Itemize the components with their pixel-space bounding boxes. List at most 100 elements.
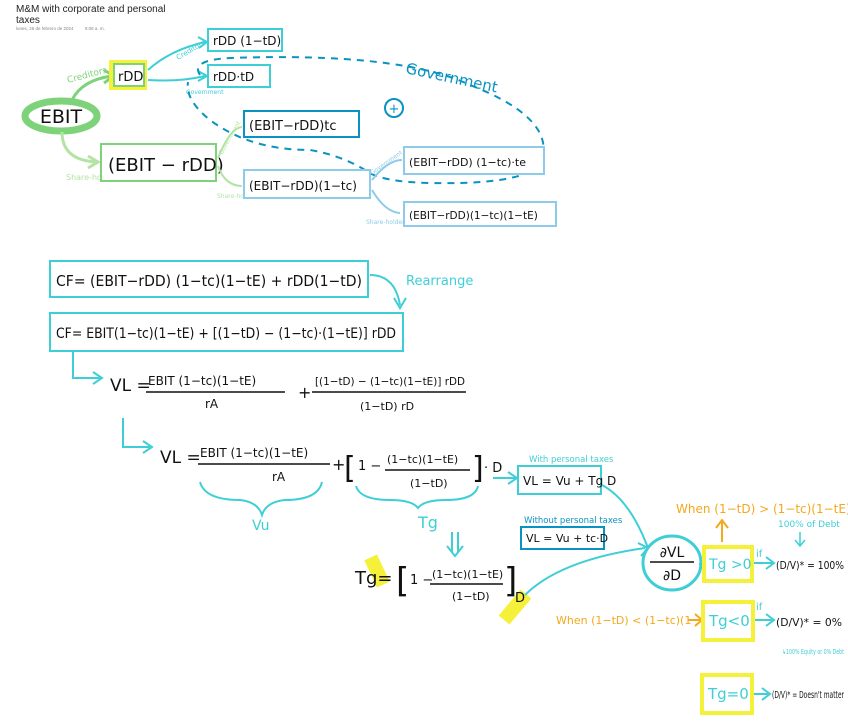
ebit-rdd-1-tc-box	[243, 169, 371, 199]
dvl-num: ∂VL	[660, 545, 685, 561]
with-personal-taxes-label: With personal taxes	[529, 455, 614, 465]
vl1-num2: [(1−tD) − (1−tc)(1−tE)] rDD	[315, 375, 465, 388]
vu-brace	[199, 481, 323, 519]
arrowhead-vl1	[92, 371, 104, 385]
arrow-to-1-tc	[217, 165, 243, 187]
tg-eq0-arrow	[754, 687, 772, 701]
vl2-plus: +	[332, 455, 345, 474]
vl2-bracket-close: ]	[472, 451, 484, 486]
shareholders-right-label: Share-holders	[366, 219, 408, 226]
government-right-label: Government	[369, 149, 404, 177]
vl2-bracket-open: [	[344, 451, 356, 486]
rdd-1-td-box	[207, 28, 283, 52]
cf2-label: CF= EBIT(1−tc)(1−tE) + [(1−tD) − (1−tc)·…	[56, 326, 396, 342]
if1-label: if	[756, 549, 763, 560]
vl2-den1: rA	[272, 470, 286, 484]
note-date: lunes, 26 de febrero de 2024	[16, 26, 74, 31]
arrow-to-te	[371, 159, 403, 181]
vl1-plus: +	[298, 383, 311, 402]
debt-100-arrow	[794, 532, 806, 548]
arrow-withtaxes-to-derivative	[601, 484, 649, 549]
ebit-ellipse	[21, 97, 101, 135]
debt-100-label: 100% of Debt	[778, 520, 840, 530]
tg-def-d-highlight	[498, 589, 532, 625]
cf1-box	[49, 260, 369, 298]
vl-vu-tgd-label: VL = Vu + Tg D	[523, 474, 616, 488]
cf1-label: CF= (EBIT−rDD) (1−tc)(1−tE) + rDD(1−tD)	[56, 272, 362, 290]
ebit-rdd-1tc-1te-label: (EBIT−rDD)(1−tc)(1−tE)	[409, 210, 538, 222]
ebit-rdd-1tc-te-label: (EBIT−rDD) (1−tc)·te	[409, 156, 526, 169]
rearrange-arrow	[369, 274, 401, 306]
government-small-label: Government	[186, 89, 224, 96]
rearrange-arrowhead	[393, 297, 407, 310]
when-bottom-label: When (1−tD) < (1−tc)(1−tE)	[556, 614, 716, 627]
vl2-d: · D	[484, 461, 502, 476]
ebit-minus-rdd-label: (EBIT − rDD)	[108, 155, 224, 176]
vl-vu-tcd-label: VL = Vu + tc·D	[526, 532, 608, 545]
cf2-box	[49, 312, 404, 352]
ebit-rdd-1tc-te-box	[403, 146, 545, 175]
tg-double-arrow	[446, 532, 464, 558]
if2-arrow	[755, 613, 776, 627]
ebit-label: EBIT	[40, 106, 83, 128]
vl1-den2: (1−tD) rD	[360, 400, 414, 413]
without-personal-taxes-label: Without personal taxes	[524, 516, 623, 526]
vl2-den2: (1−tD)	[410, 477, 448, 490]
note-time: 9:08 a. m.	[84, 26, 105, 31]
tg-lt0-box	[705, 604, 751, 638]
ebit-rdd-tc-label: (EBIT−rDD)tc	[249, 119, 337, 134]
tg-gt0-box	[706, 549, 750, 579]
tg-eq0-box	[704, 677, 750, 711]
tg-def-num: (1−tc)(1−tE)	[432, 568, 503, 581]
arrow-to-1-te	[371, 189, 401, 214]
ebit-rdd-1-tc-label: (EBIT−rDD)(1−tc)	[249, 179, 357, 193]
government-dashed-loop	[186, 56, 545, 185]
arrow-to-vl1	[72, 352, 100, 379]
plus-label: +	[389, 102, 400, 117]
note-title: M&M with corporate and personal taxes	[16, 4, 166, 26]
shareholders-mid-label: Share-holders	[217, 193, 259, 200]
when-top-arrow	[715, 518, 729, 542]
rearrange-label: Rearrange	[406, 274, 473, 289]
dvl-den: ∂D	[663, 568, 681, 584]
equity-100-label: ↳100% Equity or 0% Debt	[782, 648, 844, 656]
dv-star-0-label: (D/V)* = 0%	[776, 616, 842, 629]
arrowhead-vl2	[142, 440, 154, 454]
shareholders-left-label: Share-holders	[66, 173, 122, 182]
vl1-lhs: VL =	[110, 376, 151, 396]
tg-label: Tg	[417, 513, 438, 532]
arrow-to-vl2	[122, 418, 150, 448]
arrow-to-shareholders	[60, 131, 97, 164]
rdd-td-label: rDD·tD	[213, 70, 254, 84]
tg-def-d: D	[515, 591, 525, 606]
rdd-label: rDD	[118, 70, 143, 85]
rdd-td-box	[207, 64, 271, 88]
vl-vu-tgd-box	[517, 465, 602, 495]
rdd-1-td-label: rDD (1−tD)	[213, 34, 281, 48]
tg-def-bracket-open: [	[396, 561, 409, 601]
vl1-den1: rA	[205, 397, 219, 411]
vu-label: Vu	[252, 518, 270, 534]
tg-def-highlight	[364, 554, 390, 588]
tg-lt0-label: Tg<0	[708, 612, 750, 630]
if2-label: if	[756, 602, 763, 613]
tg-def-lhs: Tg=	[354, 568, 393, 589]
tg-def-1: 1 −	[410, 573, 433, 588]
tg-def-den: (1−tD)	[452, 590, 490, 603]
vl2-num2: (1−tc)(1−tE)	[387, 453, 458, 466]
when-top-label: When (1−tD) > (1−tc)(1−tE)	[676, 502, 848, 516]
arrow-rdd-to-creditors	[147, 41, 206, 71]
government-label: Government	[404, 59, 499, 96]
arrow-tg-to-derivative	[524, 547, 646, 596]
vl2-num1: EBIT (1−tc)(1−tE)	[200, 446, 308, 460]
tg-eq0-label: Tg=0	[707, 685, 749, 703]
tg-brace	[355, 485, 479, 510]
vl-vu-tcd-box	[520, 526, 605, 550]
note-meta: lunes, 26 de febrero de 2024 9:08 a. m.	[16, 26, 115, 31]
tg-def-bracket-close: ]	[504, 561, 517, 601]
arrowhead-shareholders	[87, 154, 101, 170]
if1-arrow	[754, 556, 776, 570]
vl1-num1: EBIT (1−tc)(1−tE)	[148, 374, 256, 388]
arrow-rdd-to-gov	[147, 75, 206, 82]
